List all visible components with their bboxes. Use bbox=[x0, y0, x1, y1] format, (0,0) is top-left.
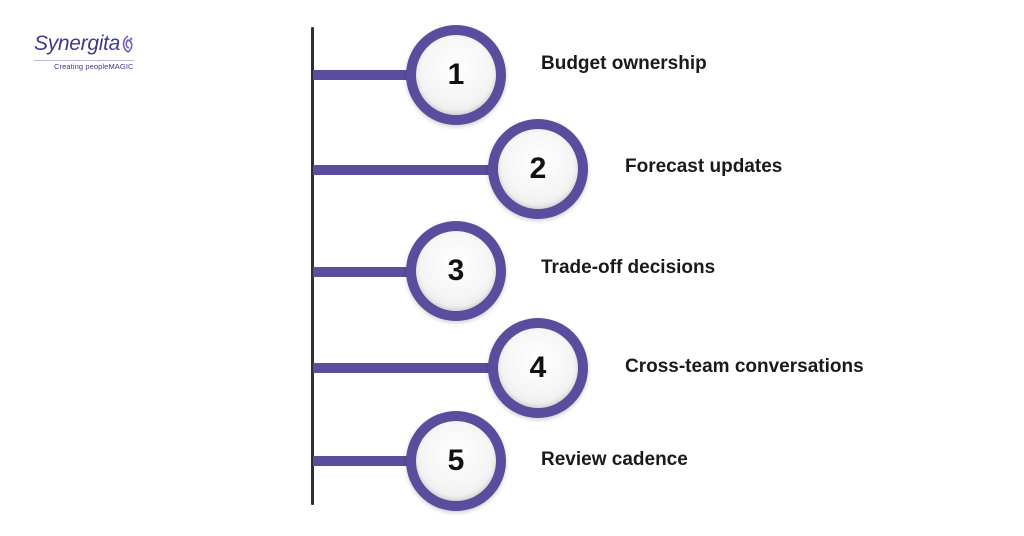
connector-bar-5 bbox=[313, 456, 423, 466]
step-circle-2: 2 bbox=[488, 119, 588, 219]
step-number-3: 3 bbox=[416, 231, 496, 311]
connector-bar-4 bbox=[313, 363, 505, 373]
step-number-5: 5 bbox=[416, 421, 496, 501]
logo-tagline: Creating peopleMAGIC bbox=[54, 62, 134, 71]
step-circle-5: 5 bbox=[406, 411, 506, 511]
step-circle-3: 3 bbox=[406, 221, 506, 321]
step-number-1: 1 bbox=[416, 35, 496, 115]
connector-bar-2 bbox=[313, 165, 505, 175]
step-number-2: 2 bbox=[498, 129, 578, 209]
step-number-4: 4 bbox=[498, 328, 578, 408]
synergita-logo: Synergita Creating peopleMAGIC bbox=[34, 32, 144, 78]
step-label-1: Budget ownership bbox=[541, 53, 707, 74]
step-label-4: Cross-team conversations bbox=[625, 356, 864, 377]
step-circle-4: 4 bbox=[488, 318, 588, 418]
logo-swirl-icon bbox=[122, 35, 133, 53]
logo-divider bbox=[34, 60, 134, 61]
logo-wordmark: Synergita bbox=[34, 32, 121, 55]
connector-bar-3 bbox=[313, 267, 423, 277]
connector-bar-1 bbox=[313, 70, 423, 80]
step-label-2: Forecast updates bbox=[625, 156, 783, 177]
step-label-3: Trade-off decisions bbox=[541, 257, 716, 278]
step-circle-1: 1 bbox=[406, 25, 506, 125]
timeline-spine bbox=[311, 27, 314, 505]
step-label-5: Review cadence bbox=[541, 449, 688, 470]
